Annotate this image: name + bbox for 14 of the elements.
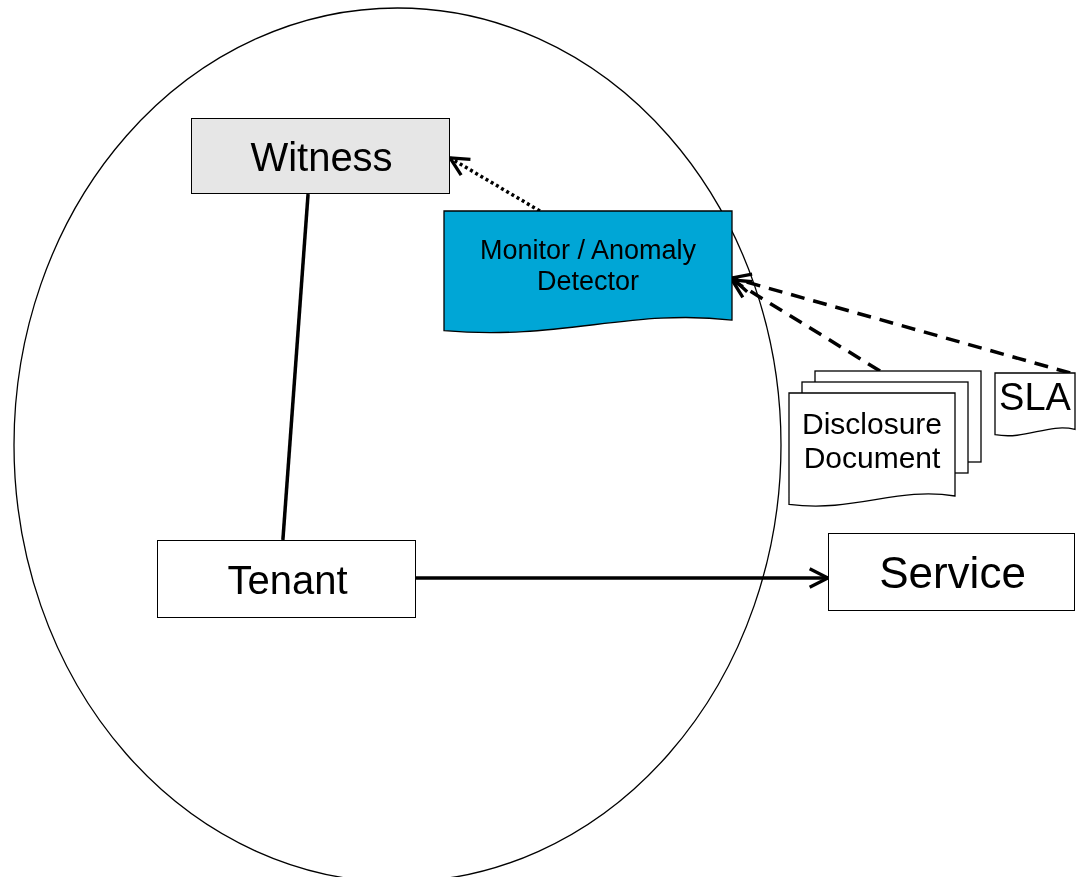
connector-arrow: [416, 567, 830, 589]
document-shape: [995, 373, 1075, 437]
node-label: Witness: [250, 134, 393, 180]
document-shape: [444, 211, 732, 335]
process-box: [828, 533, 1075, 611]
node-label: SLA: [999, 376, 1071, 420]
process-box: [157, 540, 416, 618]
multi-document-shape: [789, 371, 981, 510]
node-label: Tenant: [227, 557, 348, 603]
node-label: Disclosure Document: [800, 406, 943, 476]
process-box: [191, 118, 450, 194]
node-label: Service: [879, 547, 1026, 599]
node-label: Monitor / Anomaly Detector: [478, 234, 698, 298]
connector-arrow: [448, 156, 541, 213]
